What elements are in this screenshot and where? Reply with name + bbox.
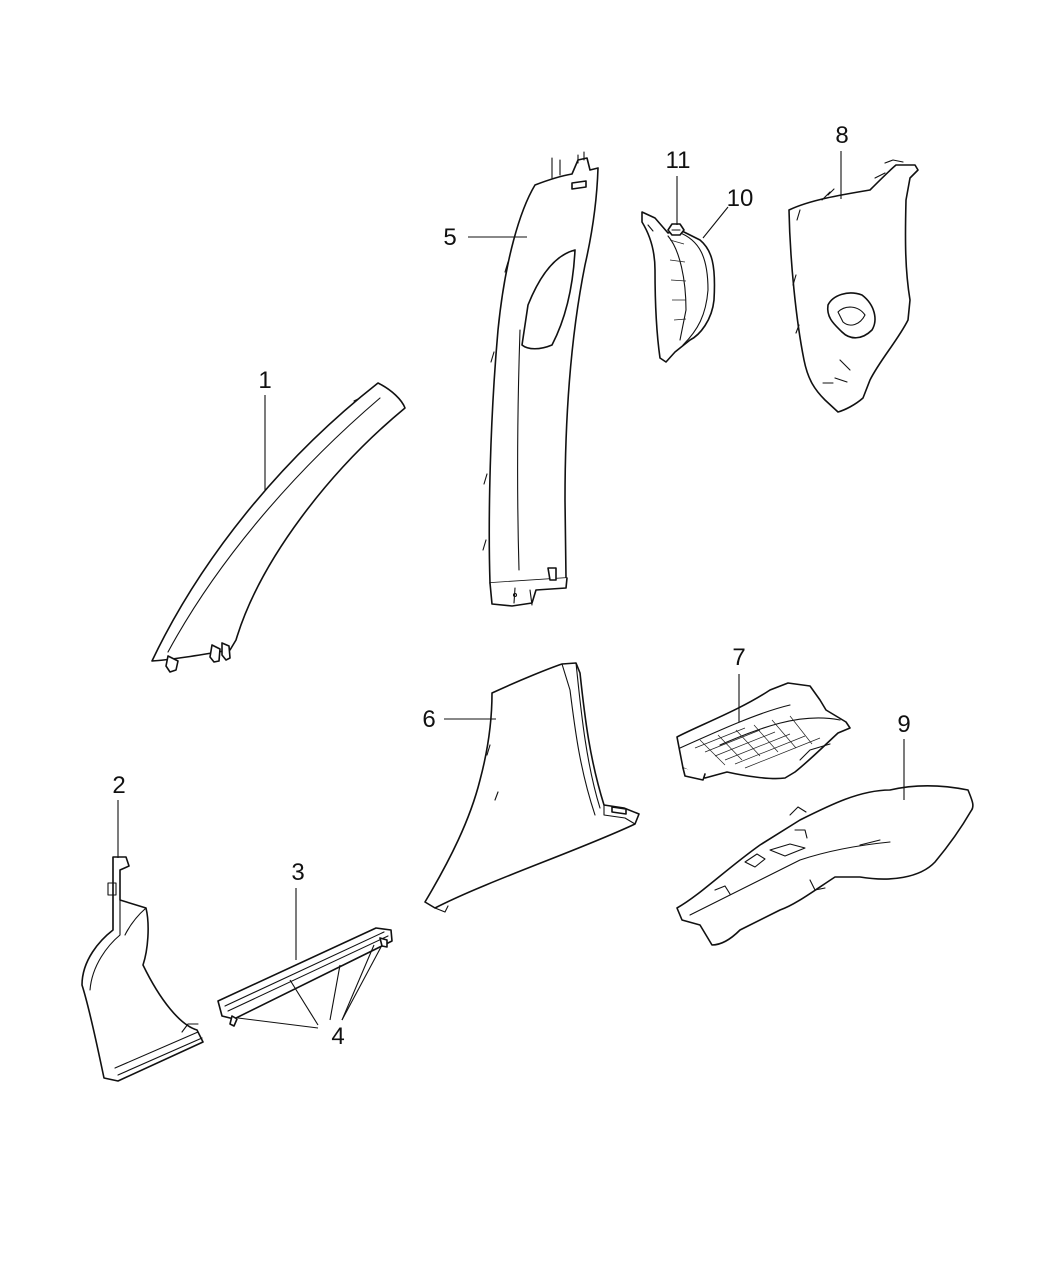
part-10-grab-handle [641, 211, 716, 363]
callout-3: 3 [291, 859, 304, 886]
callout-labels: 1 2 3 4 5 6 7 8 9 10 11 [112, 122, 910, 1050]
callout-6: 6 [422, 706, 435, 733]
part-5-b-pillar-upper-trim [482, 151, 599, 607]
callout-5: 5 [443, 224, 456, 251]
part-11-screw [667, 223, 685, 236]
leader-4e [341, 944, 375, 1021]
part-2-cowl-side-trim [81, 856, 204, 1082]
leader-4a [237, 1017, 319, 1029]
leader-4c [329, 964, 341, 1021]
part-9-quarter-lower-trim [676, 785, 974, 946]
part-6-b-pillar-lower-trim [424, 662, 640, 913]
leader-lines [117, 151, 905, 1029]
leader-4b [289, 979, 319, 1026]
callout-11: 11 [666, 147, 691, 174]
leader-4d [341, 946, 382, 1021]
part-8-quarter-trim-panel [788, 159, 919, 413]
callout-4: 4 [331, 1023, 344, 1050]
callout-7: 7 [732, 644, 745, 671]
callout-8: 8 [835, 122, 848, 149]
part-3-sill-plate [217, 927, 393, 1027]
part-7-rear-scuff-plate [676, 682, 851, 781]
callout-10: 10 [727, 185, 754, 212]
callout-1: 1 [258, 367, 271, 394]
part-1-a-pillar-trim [151, 382, 406, 673]
callout-2: 2 [112, 772, 125, 799]
leader-10 [702, 206, 729, 239]
callout-9: 9 [897, 711, 910, 738]
